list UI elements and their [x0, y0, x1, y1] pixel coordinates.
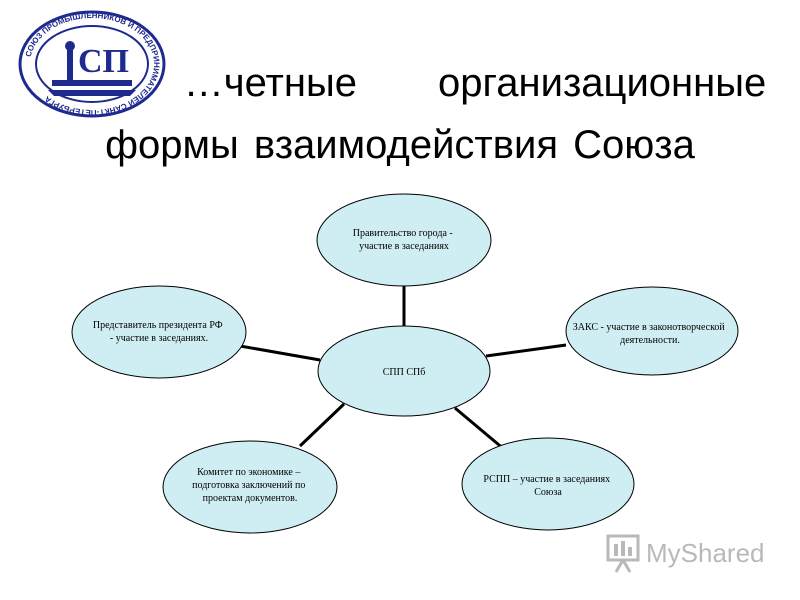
watermark-text: MyShared [646, 538, 765, 568]
title-line-2: формы взаимодействия Союза [105, 123, 695, 167]
node-center-line-1: СПП СПб [383, 367, 426, 378]
node-zaks-line-2: деятельности. [620, 335, 680, 346]
watermark: MyShared [604, 532, 774, 580]
node-government-line-2: участие в заседаниях [359, 241, 449, 252]
node-government: Правительство города - участие в заседан… [316, 193, 492, 287]
node-zaks: ЗАКС - участие в законотворческой деятел… [565, 286, 739, 376]
connectors [239, 285, 567, 452]
title-line-1: …четные организационные [183, 61, 767, 105]
union-logo: СОЮЗ ПРОМЫШЛЕННИКОВ И ПРЕДПРИНИМАТЕЛЕЙ С… [18, 10, 166, 118]
node-rspp-line-2: Союза [534, 487, 562, 498]
connector-president [239, 344, 321, 362]
logo-letters: СП [78, 43, 129, 80]
node-committee-line-1: Комитет по экономике – [197, 467, 301, 478]
node-rspp: РСПП – участие в заседаниях Союза [461, 437, 635, 531]
svg-text:Комитет по экономике – п: Комитет по экономике – подготовка заключ… [192, 467, 308, 504]
connector-committee [298, 402, 346, 448]
node-rspp-line-1: РСПП – участие в заседаниях [483, 474, 610, 485]
node-committee: Комитет по экономике – подготовка заключ… [162, 440, 338, 534]
logo-emblem-icon [48, 41, 136, 96]
svg-text:Представитель президента РФ: Представитель президента РФ - участие в … [93, 320, 225, 344]
node-committee-line-3: проектам документов. [203, 493, 298, 504]
node-government-line-1: Правительство города - [353, 228, 453, 239]
node-center: СПП СПб [317, 325, 491, 417]
node-zaks-line-1: ЗАКС - участие в законотворческой [573, 322, 726, 333]
connector-zaks [485, 343, 567, 358]
node-president-rep: Представитель президента РФ - участие в … [71, 285, 247, 379]
node-president-rep-line-1: Представитель президента РФ [93, 320, 223, 331]
svg-text:ЗАКС - участие в законотворче: ЗАКС - участие в законотворческой деятел… [573, 322, 728, 346]
slide-title: …четные организационные формы взаимодейс… [0, 52, 800, 176]
connector-rspp [454, 406, 506, 452]
svg-text:РСПП – участие в заседаниях: РСПП – участие в заседаниях Союза [483, 474, 612, 498]
svg-text:СПП СПб: СПП СПб [383, 367, 426, 378]
svg-text:Правительство города - у: Правительство города - участие в заседан… [353, 228, 455, 252]
presentation-board-icon [606, 534, 640, 573]
node-president-rep-line-2: - участие в заседаниях. [110, 333, 208, 344]
node-committee-line-2: подготовка заключений по [192, 480, 305, 491]
